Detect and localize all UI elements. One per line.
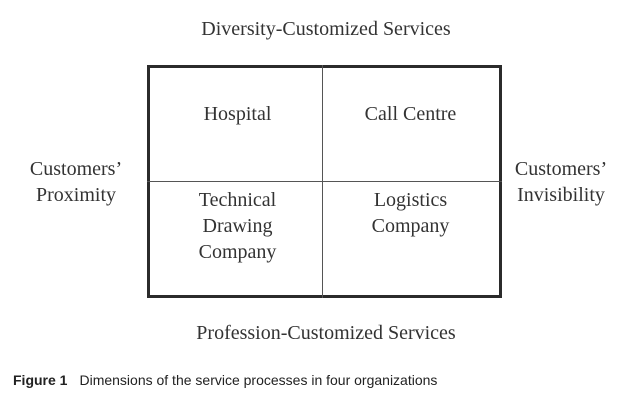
quadrant-bottom-left: Technical Drawing Company: [198, 189, 277, 263]
figure-number: Figure 1: [13, 372, 68, 388]
horizontal-divider: [147, 181, 502, 182]
quadrant-top-left: Hospital: [203, 103, 272, 125]
top-axis-label: Diversity-Customized Services: [201, 18, 451, 40]
quadrant-bottom-right: Logistics Company: [371, 189, 450, 237]
quadrant-matrix: Hospital Call Centre Technical Drawing C…: [147, 65, 502, 298]
quadrant-top-right: Call Centre: [364, 103, 457, 125]
right-axis-label: Customers’ Invisibility: [514, 158, 608, 206]
figure-caption: Figure 1 Dimensions of the service proces…: [13, 372, 437, 388]
figure-caption-text: Dimensions of the service processes in f…: [79, 372, 438, 388]
bottom-axis-label: Profession-Customized Services: [196, 322, 456, 344]
left-axis-label: Customers’ Proximity: [29, 158, 123, 206]
